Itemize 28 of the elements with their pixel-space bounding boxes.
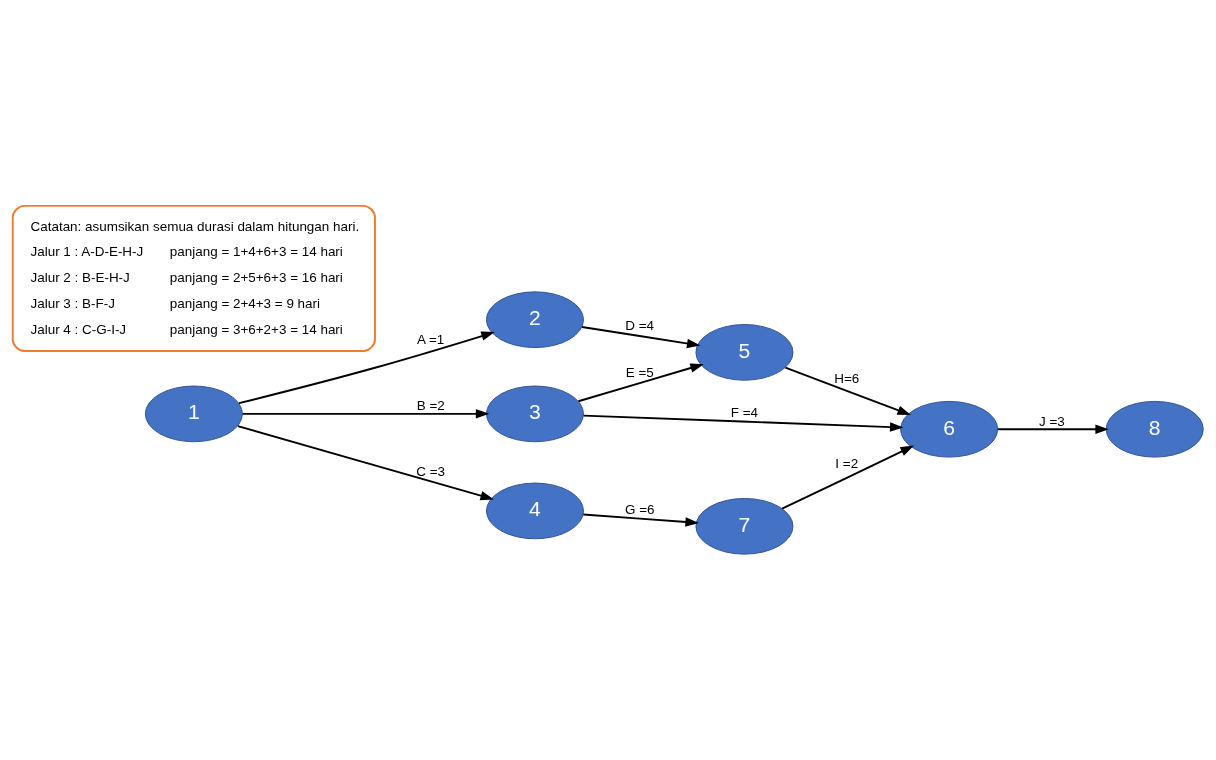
edge-label: I =2 <box>835 455 859 471</box>
arrow <box>238 331 495 405</box>
arrow <box>996 424 1109 434</box>
arrow <box>581 326 701 349</box>
node-ellipse: 8 <box>1105 400 1204 458</box>
arrow <box>582 513 699 527</box>
edge-label: J =3 <box>1039 413 1065 429</box>
node-box: Catatan: asumsikan semua durasi dalam hitungan hari. Jalur 1 : A-D-E-H-J panjang = 1+4+6+3 = 14 hari Jalur 2 : B-E-H-J panjang = 2+5+6+3 = 16 hari Jalur 3 : B-F-J panjang = 2+4+3 = 9 hari Jalur 4 : C-G-I-J panjang = 3+6+2+3 = 14 hari <box>11 204 376 352</box>
edge-label: A =1 <box>417 331 445 347</box>
node-ellipse: 3 <box>485 385 584 443</box>
edge-label: H=6 <box>834 371 860 387</box>
edge-label: E =5 <box>625 364 654 380</box>
arrow <box>236 425 494 501</box>
arrow <box>577 363 704 403</box>
arrow <box>784 366 911 416</box>
edge-label: C =3 <box>416 463 446 479</box>
node-ellipse: 4 <box>485 482 584 540</box>
edge-label: F =4 <box>730 404 759 420</box>
arrow <box>781 445 914 510</box>
arrow <box>582 414 904 432</box>
edge-label: G =6 <box>624 501 655 517</box>
node-ellipse: 2 <box>485 291 584 349</box>
node-ellipse: 7 <box>695 497 794 555</box>
node-ellipse: 1 <box>144 385 243 443</box>
edge-label: D =4 <box>625 318 655 334</box>
edge-label: B =2 <box>416 398 445 414</box>
node-ellipse: 5 <box>695 324 794 381</box>
arrow <box>241 409 490 419</box>
